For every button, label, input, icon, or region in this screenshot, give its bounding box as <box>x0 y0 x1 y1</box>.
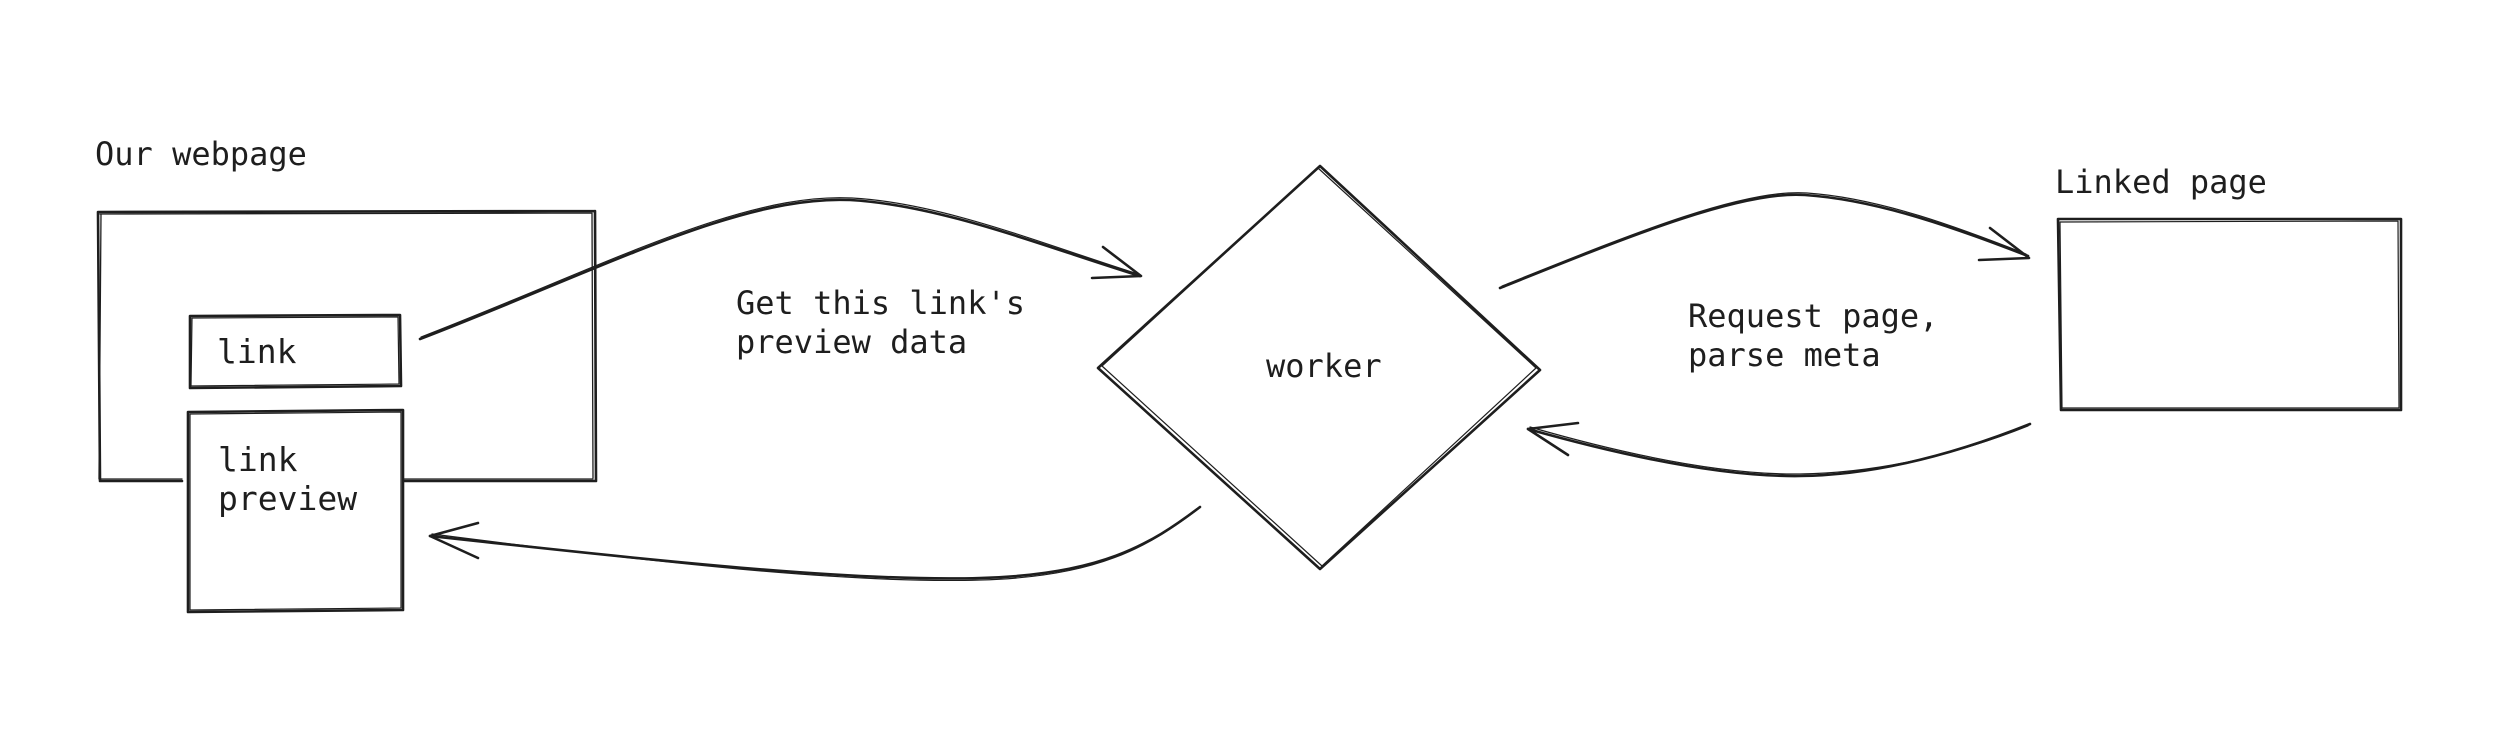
linked-page-box <box>2056 217 2403 412</box>
link-label: link <box>217 332 297 371</box>
link-box <box>188 313 403 390</box>
worker-diamond <box>1096 164 1542 571</box>
worker-label: worker <box>1266 347 1382 385</box>
request-preview-label-line2: preview data <box>736 323 968 361</box>
fetch-page-label-line2: parse meta <box>1688 336 1881 374</box>
arrow-worker-to-linked-page <box>1498 192 2031 290</box>
link-preview-label-line1: link <box>218 440 298 479</box>
arrow-link-to-worker <box>418 197 1143 341</box>
our-webpage-title: Our webpage <box>95 135 307 173</box>
fetch-page-label-line1: Request page, <box>1688 297 1939 335</box>
arrow-linked-page-to-worker <box>1526 421 2032 478</box>
our-webpage-box <box>96 209 598 483</box>
linked-page-title: Linked page <box>2055 163 2267 201</box>
link-preview-box <box>186 408 405 614</box>
request-preview-label-line1: Get this link's <box>736 284 1025 322</box>
arrow-worker-to-link-preview <box>428 505 1202 582</box>
link-preview-label-line2: preview <box>218 479 358 518</box>
